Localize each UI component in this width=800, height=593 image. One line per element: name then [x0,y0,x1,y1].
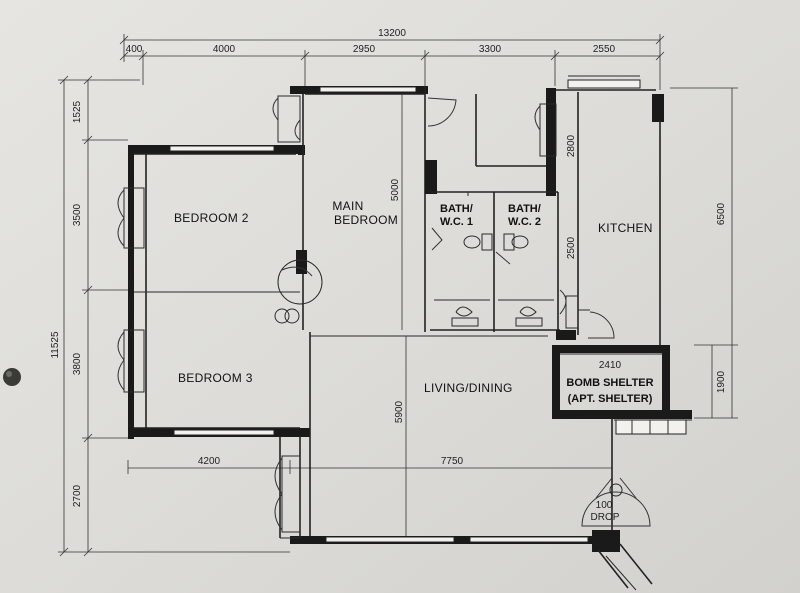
dim-bath-lower: 2500 [566,236,577,259]
dim-kitchen-depth: 6500 [716,202,727,225]
dim-left-overall: 11525 [50,331,61,359]
label-bedroom-3: BEDROOM 3 [178,371,253,385]
label-shelter-dim: 2410 [599,360,622,371]
label-living-dining: LIVING/DINING [424,381,513,395]
label-kitchen: KITCHEN [598,221,653,235]
dim-overall-width: 13200 [378,28,406,39]
kitchen-counter [565,295,590,329]
dimension-labels: 13200 400 4000 2950 3300 2550 1525 3500 … [50,28,727,507]
door-swings [117,95,651,533]
dim-top-seg1: 4000 [213,44,236,55]
windows [169,75,692,543]
dim-left-seg1: 1525 [72,100,83,123]
label-refuse-line1: 100 [596,500,613,511]
dim-bath-upper: 2800 [566,134,577,157]
dim-top-seg3: 3300 [479,44,502,55]
label-refuse-line2: DROP [591,512,620,523]
label-shelter-line2: (APT. SHELTER) [568,393,653,405]
room-labels: BEDROOM 2 BEDROOM 3 MAIN BEDROOM BATH/ W… [174,199,654,523]
dim-left-seg3: 3800 [72,352,83,375]
label-bath1-line2: W.C. 1 [440,216,473,228]
label-bath2-line2: W.C. 2 [508,216,541,228]
label-main-bedroom-line1: MAIN [332,199,363,213]
dim-shelter-depth: 1900 [716,370,727,393]
label-bedroom-2: BEDROOM 2 [174,211,249,225]
dim-left-seg4: 2700 [72,484,83,507]
label-main-bedroom-line2: BEDROOM [334,213,398,227]
label-bath1-line1: BATH/ [440,203,473,215]
dim-left-seg2: 3500 [72,203,83,226]
dim-main-bed-depth: 5000 [390,178,401,201]
dim-living-depth: 5900 [394,400,405,423]
sanitary-fixtures [274,233,554,327]
label-shelter-line1: BOMB SHELTER [566,377,653,389]
label-bath2-line1: BATH/ [508,203,541,215]
dim-bottom-seg1: 4200 [198,456,221,467]
dim-bottom-seg2: 7750 [441,456,464,467]
dim-top-offset: 400 [126,44,143,55]
dim-top-seg4: 2550 [593,44,616,55]
binder-hole-icon [3,368,21,386]
dim-top-seg2: 2950 [353,44,376,55]
